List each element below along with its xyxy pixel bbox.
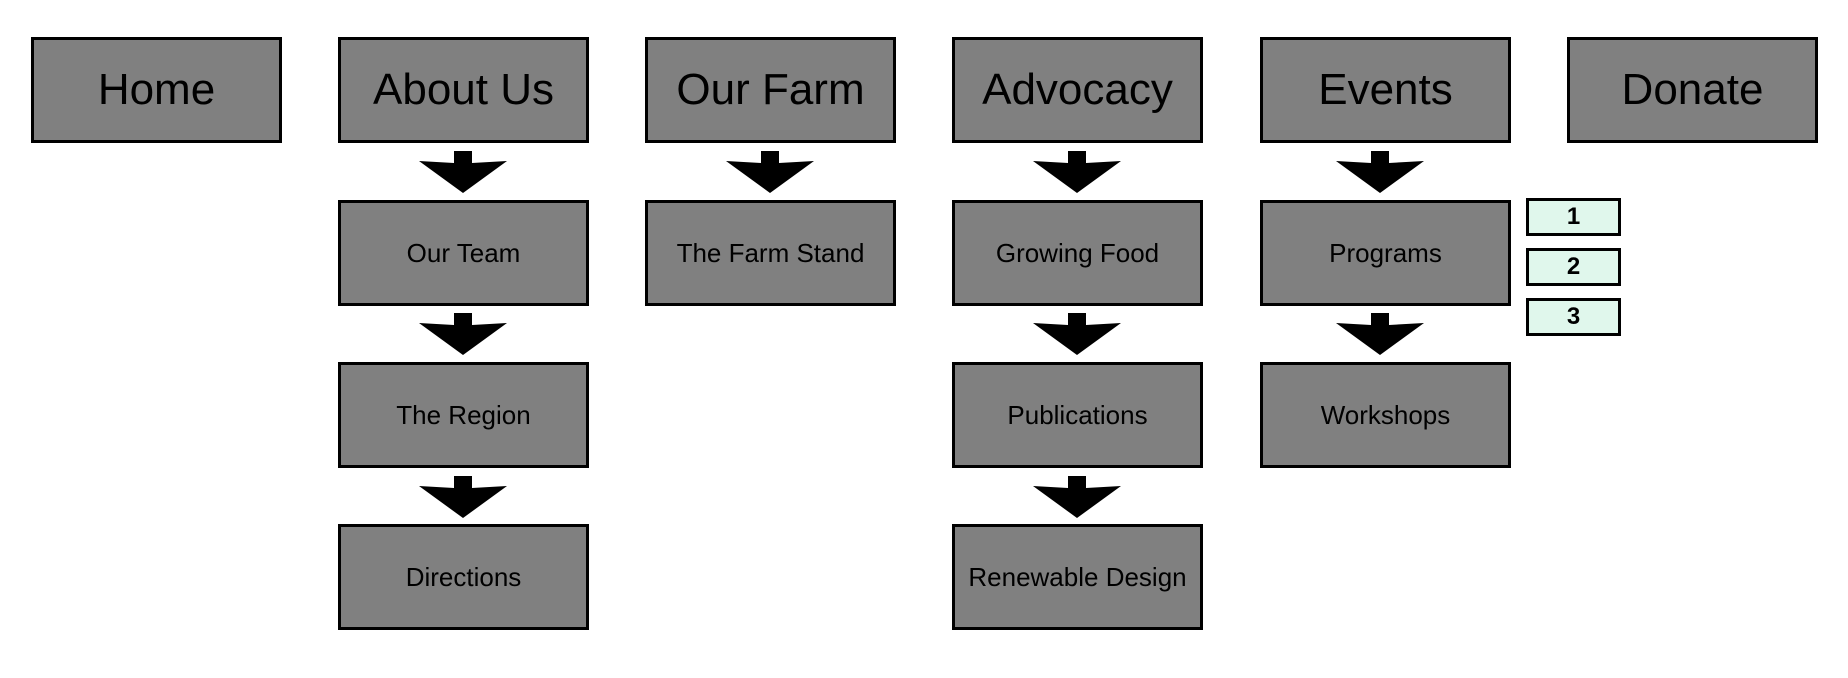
nav-box-about-us[interactable]: About Us bbox=[338, 37, 589, 143]
nav-box-donate[interactable]: Donate bbox=[1567, 37, 1818, 143]
page-box-1[interactable]: 1 bbox=[1526, 198, 1621, 236]
box-programs[interactable]: Programs bbox=[1260, 200, 1511, 306]
down-arrow-icon bbox=[1033, 476, 1121, 518]
box-the-farm-stand[interactable]: The Farm Stand bbox=[645, 200, 896, 306]
box-renewable-design[interactable]: Renewable Design bbox=[952, 524, 1203, 630]
down-arrow-icon bbox=[419, 476, 507, 518]
box-our-team[interactable]: Our Team bbox=[338, 200, 589, 306]
down-arrow-icon bbox=[1336, 313, 1424, 355]
box-workshops[interactable]: Workshops bbox=[1260, 362, 1511, 468]
nav-box-home[interactable]: Home bbox=[31, 37, 282, 143]
nav-box-our-farm[interactable]: Our Farm bbox=[645, 37, 896, 143]
nav-box-advocacy[interactable]: Advocacy bbox=[952, 37, 1203, 143]
down-arrow-icon bbox=[419, 313, 507, 355]
down-arrow-icon bbox=[419, 151, 507, 193]
nav-box-events[interactable]: Events bbox=[1260, 37, 1511, 143]
box-growing-food[interactable]: Growing Food bbox=[952, 200, 1203, 306]
down-arrow-icon bbox=[1033, 313, 1121, 355]
down-arrow-icon bbox=[1336, 151, 1424, 193]
box-the-region[interactable]: The Region bbox=[338, 362, 589, 468]
page-box-2[interactable]: 2 bbox=[1526, 248, 1621, 286]
page-box-3[interactable]: 3 bbox=[1526, 298, 1621, 336]
box-publications[interactable]: Publications bbox=[952, 362, 1203, 468]
box-directions[interactable]: Directions bbox=[338, 524, 589, 630]
down-arrow-icon bbox=[1033, 151, 1121, 193]
down-arrow-icon bbox=[726, 151, 814, 193]
